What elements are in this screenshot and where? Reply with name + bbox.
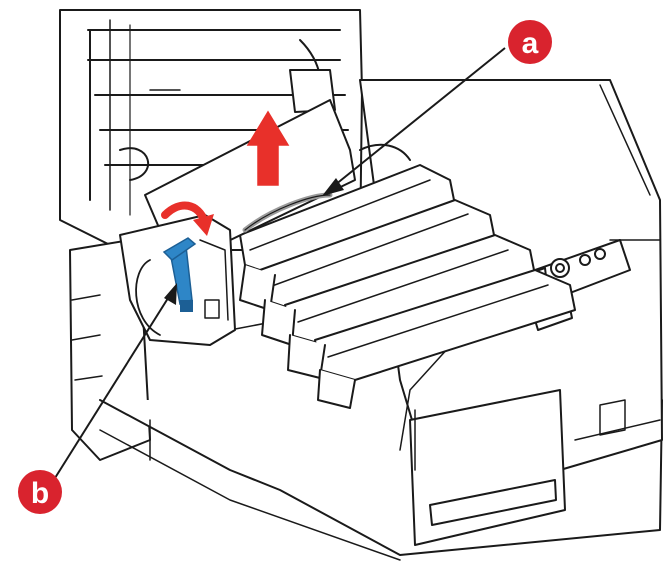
up-arrow-icon (246, 110, 290, 186)
curved-arrow-icon (161, 201, 214, 236)
callout-a-label: a (522, 27, 539, 60)
callout-a-badge: a (508, 20, 552, 64)
pointer-line-b (54, 283, 177, 479)
image-drum-cartridges (239, 143, 576, 409)
pointer-line-a (322, 47, 506, 196)
callout-b-circle (18, 470, 62, 514)
callout-b-badge: b (18, 470, 62, 514)
callout-a-circle (508, 20, 552, 64)
callout-b-label: b (31, 477, 49, 510)
